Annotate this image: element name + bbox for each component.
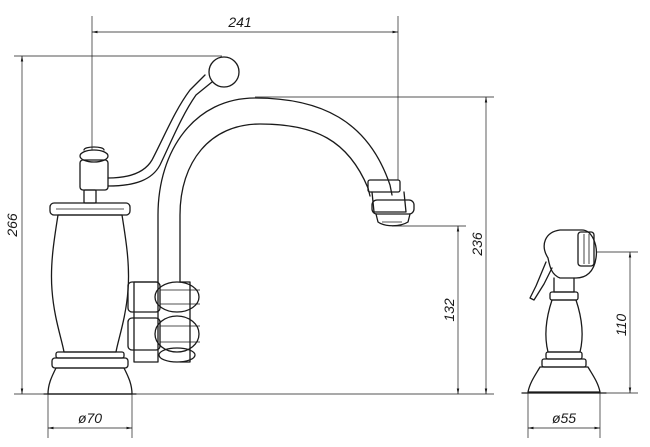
faucet-body [127,97,415,363]
dimension-label-241: 241 [227,14,251,30]
dimension-label-diameter-55: ø55 [552,410,576,426]
dimension-label-266: 266 [4,213,20,238]
dimension-label-132: 132 [441,298,457,322]
dimension-236: 236 [136,96,494,395]
dimension-label-diameter-70: ø70 [78,410,102,426]
dimension-266: 266 [4,55,222,395]
side-spray [521,229,607,394]
dimension-label-110: 110 [613,314,629,337]
dimension-diameter-70: ø70 [47,394,133,438]
handle-column [43,202,137,395]
dimension-110: 110 [596,251,638,394]
dimension-241: 241 [91,14,399,180]
dimension-diameter-55: ø55 [527,393,601,438]
dimension-132: 132 [392,225,466,395]
handle-lever [79,56,240,204]
dimension-label-236: 236 [469,232,485,257]
